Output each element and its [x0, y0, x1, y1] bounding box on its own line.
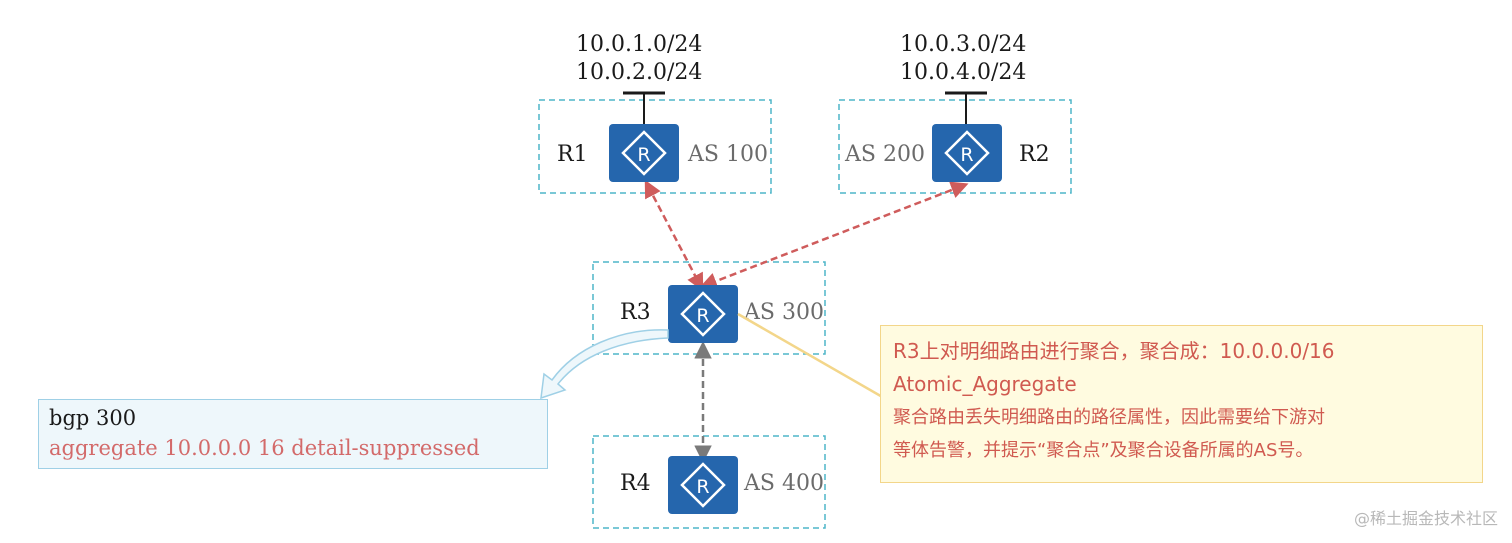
r1-network-label-2: 10.0.2.0/24	[576, 60, 702, 85]
router-r4-label: R4	[620, 471, 651, 496]
aggregation-note-box: R3上对明细路由进行聚合，聚合成：10.0.0.0/16 Atomic_Aggr…	[880, 325, 1483, 483]
r2-network-stub	[945, 91, 987, 124]
r1-r3-peering-link	[644, 179, 704, 292]
note-line-1: R3上对明细路由进行聚合，聚合成：10.0.0.0/16	[893, 339, 1335, 363]
svg-text:R: R	[696, 476, 709, 498]
note-line-4: 等体告警，并提示“聚合点”及聚合设备所属的AS号。	[893, 440, 1314, 461]
svg-text:R: R	[960, 144, 973, 166]
as400-label: AS 400	[743, 471, 824, 496]
router-r2-label: R2	[1019, 142, 1050, 167]
r2-r3-peering-link	[699, 181, 969, 290]
r2-network-label-2: 10.0.4.0/24	[900, 60, 1026, 85]
router-r3-icon: R	[666, 283, 740, 345]
config-line-bgp: bgp 300	[49, 406, 137, 430]
svg-text:R: R	[637, 144, 650, 166]
config-line-aggregate: aggregate 10.0.0.0 16 detail-suppressed	[49, 436, 480, 460]
watermark: @稀土掘金技术社区	[1353, 509, 1498, 528]
router-r2-icon: R	[930, 122, 1004, 184]
note-line-3: 聚合路由丢失明细路由的路径属性，因此需要给下游对	[893, 407, 1325, 428]
r1-network-stub	[623, 91, 665, 124]
r1-network-label-1: 10.0.1.0/24	[576, 32, 702, 57]
as300-label: AS 300	[743, 300, 824, 325]
config-callout-arrow	[540, 329, 669, 400]
note-pointer-line	[737, 312, 906, 412]
bgp-config-box: bgp 300 aggregate 10.0.0.0 16 detail-sup…	[38, 399, 548, 469]
as100-label: AS 100	[687, 142, 768, 167]
note-line-2: Atomic_Aggregate	[893, 372, 1077, 396]
router-r4-icon: R	[666, 454, 740, 516]
router-r1-label: R1	[557, 142, 588, 167]
svg-text:R: R	[696, 305, 709, 327]
r2-network-label-1: 10.0.3.0/24	[900, 32, 1026, 57]
router-r1-icon: R	[607, 122, 681, 184]
as200-label: AS 200	[844, 142, 925, 167]
router-r3-label: R3	[620, 300, 651, 325]
